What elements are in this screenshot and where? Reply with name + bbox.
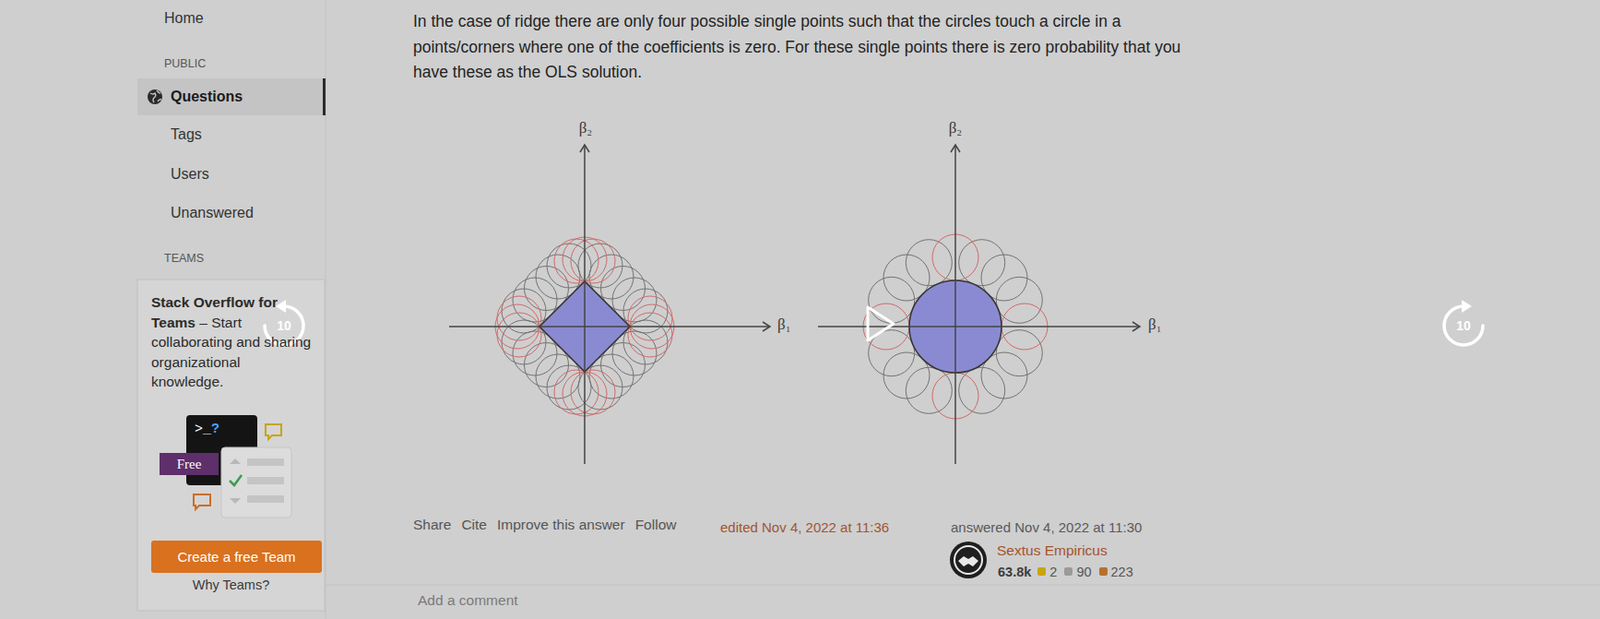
nav-heading: TEAMS [164, 251, 204, 267]
prompt-symbol: >_ [194, 421, 212, 438]
speech-bubble [265, 424, 282, 439]
nav-link: Home [164, 9, 204, 28]
badge-label: Free [159, 452, 219, 475]
button-label: Create a free Team [151, 540, 322, 573]
forward-icon [1444, 299, 1483, 345]
axis-label: β₂ [579, 118, 593, 138]
badge-dot [1099, 567, 1108, 576]
badge-dot [1037, 567, 1046, 576]
reputation: 63.8k [997, 563, 1032, 581]
free-badge: Free [159, 452, 219, 475]
globe-icon [147, 89, 163, 105]
card-illustration [221, 447, 292, 518]
post-action: Share [413, 515, 451, 534]
skip-number: 10 [1456, 318, 1471, 335]
badge-count: 223 [1111, 563, 1134, 581]
post-action: Follow [635, 515, 677, 534]
axis-label: β₂ [948, 118, 963, 138]
nav-link: Users [170, 165, 210, 184]
selected-row [137, 78, 323, 116]
axis-line [449, 325, 771, 328]
answer-date: answered Nov 4, 2022 at 11:30 [950, 519, 1142, 537]
selected-bar [322, 78, 326, 116]
nav-heading: PUBLIC [164, 57, 206, 72]
answer-text: In the case of ridge there are only four… [413, 9, 1198, 86]
edit-date: edited Nov 4, 2022 at 11:36 [720, 519, 889, 537]
separator-line [326, 584, 1600, 586]
badge-count: 90 [1076, 563, 1091, 581]
axis-line [583, 144, 586, 464]
nav-item-selected: Questions [137, 78, 323, 116]
axis-label: β₁ [777, 314, 792, 334]
promo-text: Stack Overflow for Teams– Start collabor… [151, 292, 313, 392]
badge-dot [1064, 567, 1073, 576]
teams-panel [137, 279, 325, 611]
nav-link: Tags [170, 125, 202, 144]
nav-label: Questions [137, 78, 323, 116]
nav-link: Unanswered [170, 203, 254, 223]
axis-label: β₁ [1148, 314, 1162, 334]
teams-promo: Stack Overflow for Teams– Start collabor… [137, 279, 325, 611]
prompt-text: >_? [194, 421, 220, 438]
axis-line [954, 144, 957, 464]
prompt-symbol: ? [211, 421, 220, 438]
promo-link: Why Teams? [137, 577, 325, 593]
play-icon [867, 307, 894, 341]
avatar [949, 541, 987, 579]
badge-count: 2 [1049, 563, 1057, 581]
comment-link: Add a comment [417, 591, 519, 609]
user-name: Sextus Empiricus [996, 541, 1108, 559]
skip-number: 10 [276, 318, 292, 335]
cta-button: Create a free Team [151, 540, 322, 573]
axis-line [817, 325, 1140, 328]
speech-bubble [193, 494, 211, 510]
post-action: Improve this answer [497, 515, 626, 534]
post-action: Cite [461, 515, 487, 534]
